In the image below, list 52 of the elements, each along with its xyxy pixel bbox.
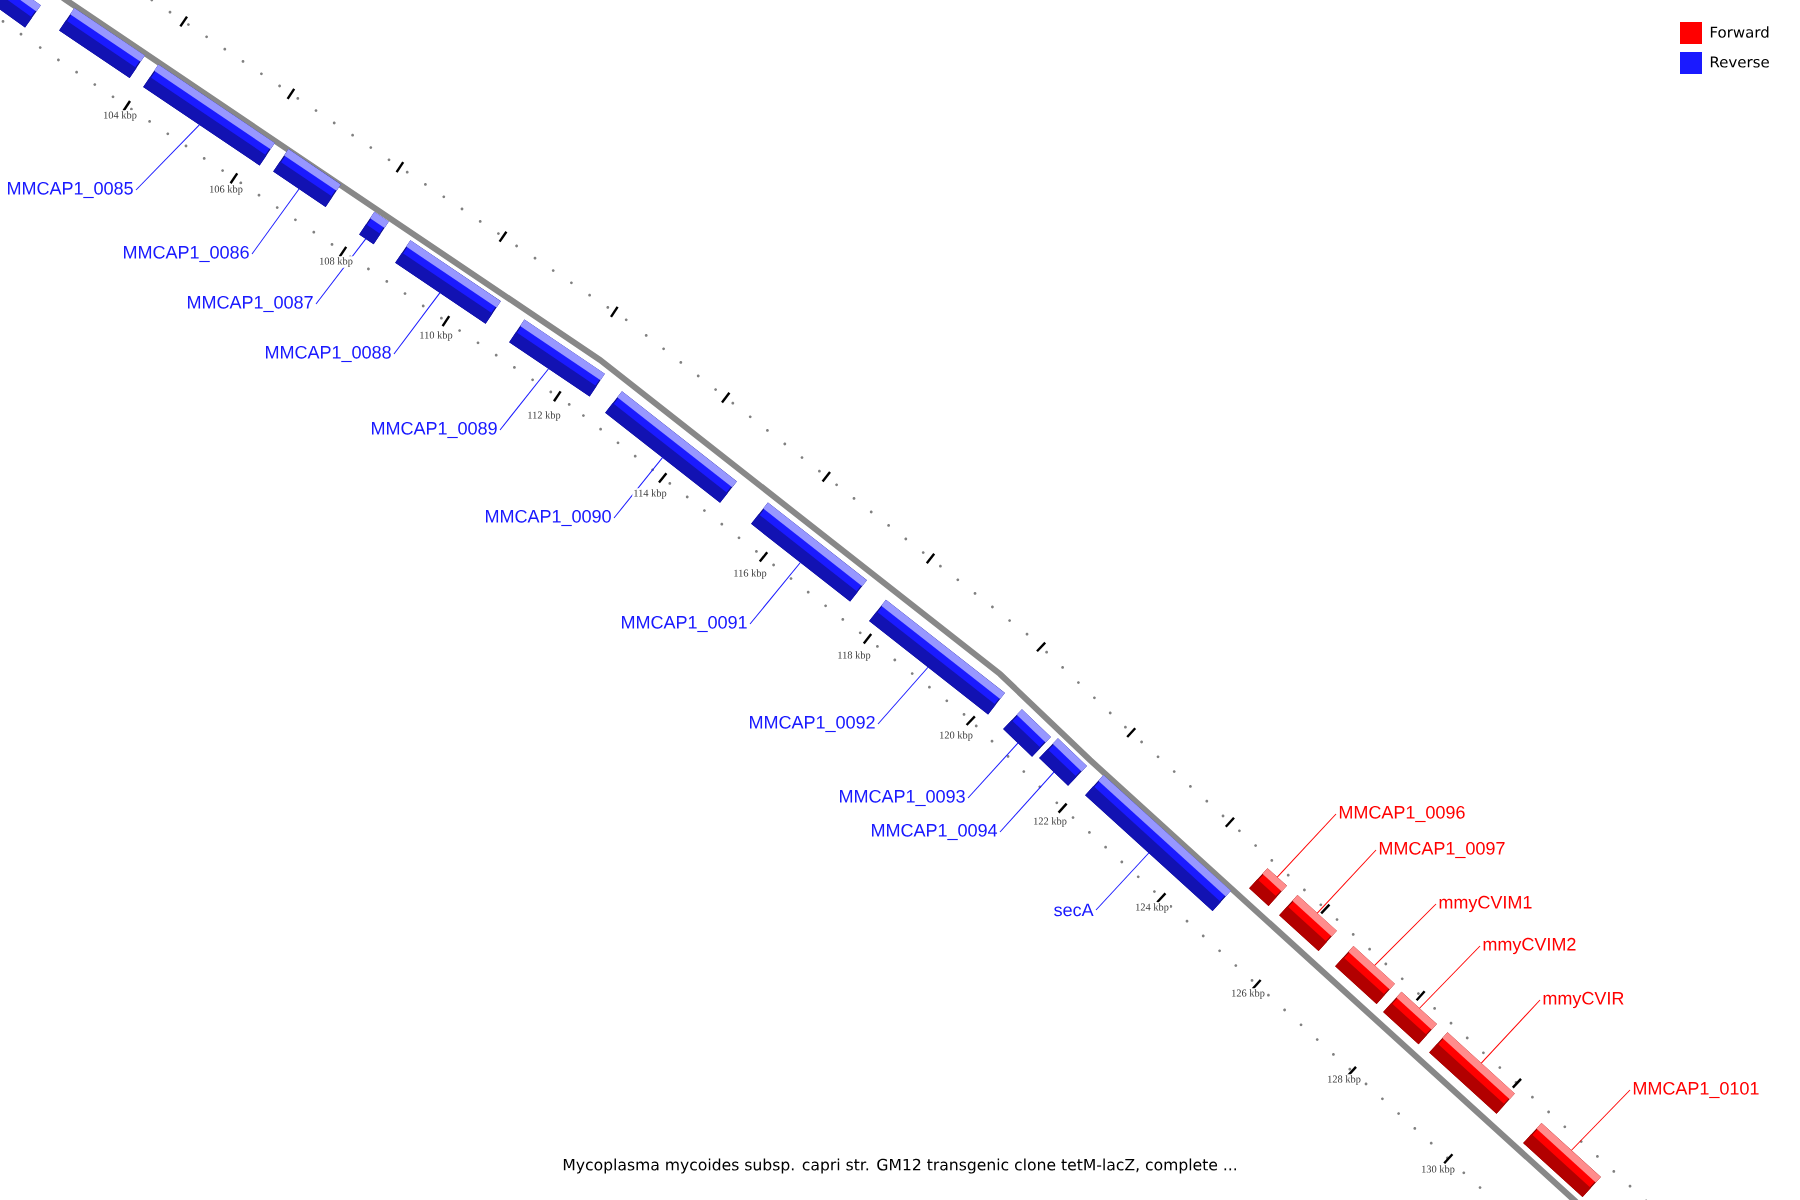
gene-label: MMCAP1_0085 [8,181,133,199]
gene-block [1279,895,1337,951]
gene-block [59,7,145,79]
gene-label: mmyCVIR [1543,991,1624,1009]
leader-line [1374,903,1437,966]
gene-label: MMCAP1_0089 [372,421,497,439]
gene-label: MMCAP1_0094 [872,823,998,841]
gene-label: MMCAP1_0088 [266,345,391,363]
gene-label: MMCAP1_0090 [486,509,611,527]
gene-label: mmyCVIM2 [1483,937,1576,955]
leader-line [499,368,550,431]
gene-label: MMCAP1_0097 [1379,841,1505,859]
gene-block [359,211,389,245]
gene-block [605,391,737,503]
leader-line [251,188,300,255]
leader-line [749,562,801,625]
gene-label: MMCAP1_0101 [1633,1081,1759,1099]
leader-line [967,742,1019,799]
gene-label: MMCAP1_0093 [840,789,965,807]
gene-block [0,0,41,28]
leader-line [1571,1089,1631,1151]
gene-block [751,502,867,602]
gene-block [869,599,1005,715]
gene-block [1335,946,1395,1004]
leader-line [393,292,441,355]
gene-block [143,64,275,166]
gene-label: MMCAP1_0086 [124,245,249,263]
gene-block [395,240,501,324]
gene-block [1523,1123,1601,1198]
leader-line [877,666,929,725]
gene-label: MMCAP1_0087 [188,295,313,313]
leader-line [1419,945,1481,1009]
gene-block [1249,868,1287,906]
gene-label: mmyCVIM1 [1439,895,1532,913]
gene-block [1039,738,1087,786]
gene-label: MMCAP1_0096 [1339,805,1465,823]
leader-line [1480,999,1541,1064]
gene-block [273,149,341,207]
leader-line [315,238,367,305]
leader-line [135,124,200,191]
gene-block [1003,709,1051,757]
leader-line [613,457,663,519]
gene-block [1383,991,1437,1045]
gene-block [1429,1032,1515,1114]
gene-label: secA [1054,903,1094,917]
gene-block [509,319,605,397]
leader-line [1095,852,1150,911]
gene-label: MMCAP1_0091 [622,615,747,633]
leader-line [1316,849,1377,914]
leader-line [1276,813,1337,878]
gene-label: MMCAP1_0092 [750,715,875,733]
leader-line [999,771,1055,833]
